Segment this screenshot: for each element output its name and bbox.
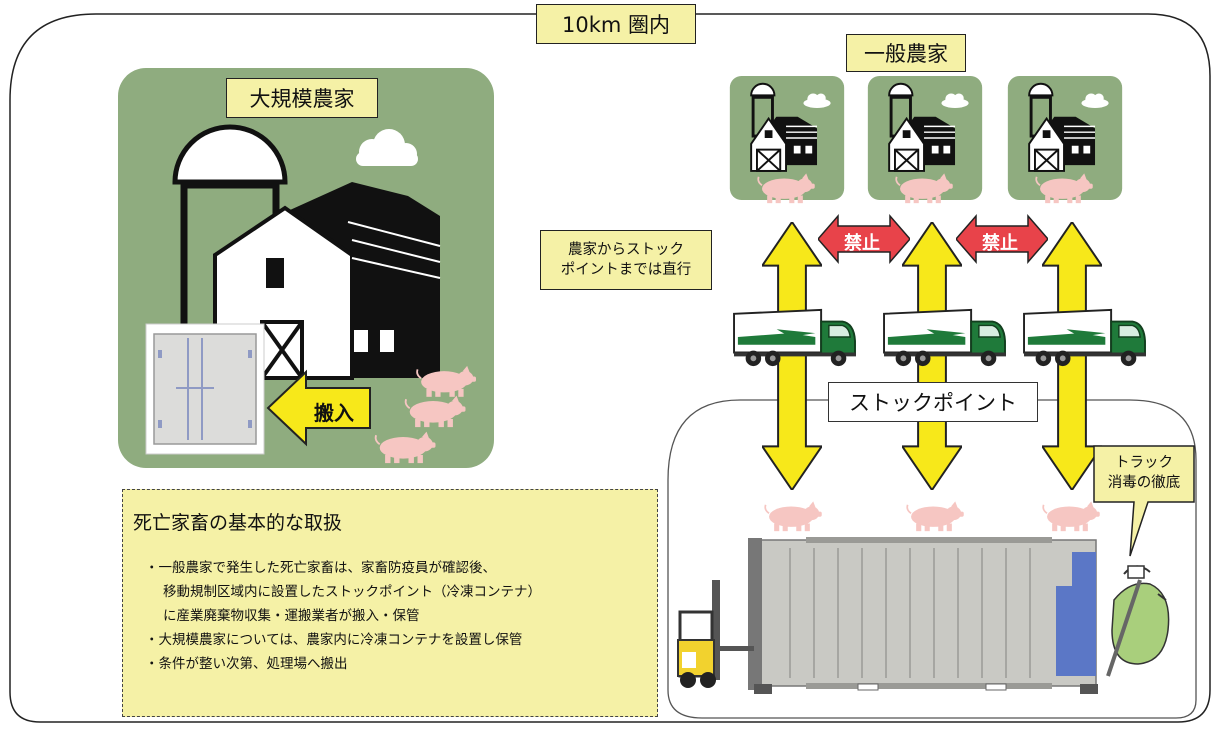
stock-point-label: ストックポイント [828, 382, 1038, 422]
info-line: ・一般農家で発生した死亡家畜は、家畜防疫員が確認後、 [145, 560, 496, 576]
zone-label: 10km 圏内 [536, 4, 696, 44]
large-farm-illustration [118, 68, 494, 468]
cloud-icon [356, 129, 418, 166]
direct-route-note-line: 農家からストック [568, 242, 684, 258]
truck-disinfection-note: トラック 消毒の徹底 [1094, 453, 1194, 493]
prohibited-label: 禁止 [982, 233, 1018, 254]
direct-route-note: 農家からストック ポイントまでは直行 [540, 230, 712, 290]
large-farm-label: 大規模農家 [226, 78, 378, 118]
info-list: ・一般農家で発生した死亡家畜は、家畜防疫員が確認後、 移動規制区域内に設置したス… [145, 556, 541, 676]
zone-boundary [9, 13, 1211, 723]
truck-disinfection-line: トラック [1115, 455, 1173, 471]
freezer-container-icon [145, 323, 265, 455]
direct-route-note-line: ポイントまでは直行 [560, 262, 692, 278]
info-title: 死亡家畜の基本的な取扱 [133, 512, 343, 534]
sprayer-icon [1106, 565, 1170, 677]
handling-info-box: 死亡家畜の基本的な取扱 ・一般農家で発生した死亡家畜は、家畜防疫員が確認後、 移… [122, 489, 658, 717]
disinfection-speech-bubble [1093, 445, 1195, 557]
truck-disinfection-line: 消毒の徹底 [1107, 475, 1181, 491]
prohibited-label: 禁止 [844, 233, 880, 254]
general-farms-label: 一般農家 [846, 34, 966, 72]
carry-in-arrow [266, 369, 371, 447]
info-line: に産業廃棄物収集・運搬業者が搬入・保管 [163, 608, 420, 624]
info-line: ・条件が整い次第、処理場へ搬出 [145, 656, 348, 672]
freezer-container [748, 537, 1098, 694]
info-line: 移動規制区域内に設置したストックポイント（冷凍コンテナ） [163, 584, 541, 600]
carry-in-label: 搬入 [314, 401, 354, 425]
forklift-icon [677, 580, 754, 688]
info-line: ・大規模農家については、農家内に冷凍コンテナを設置し保管 [145, 632, 523, 648]
